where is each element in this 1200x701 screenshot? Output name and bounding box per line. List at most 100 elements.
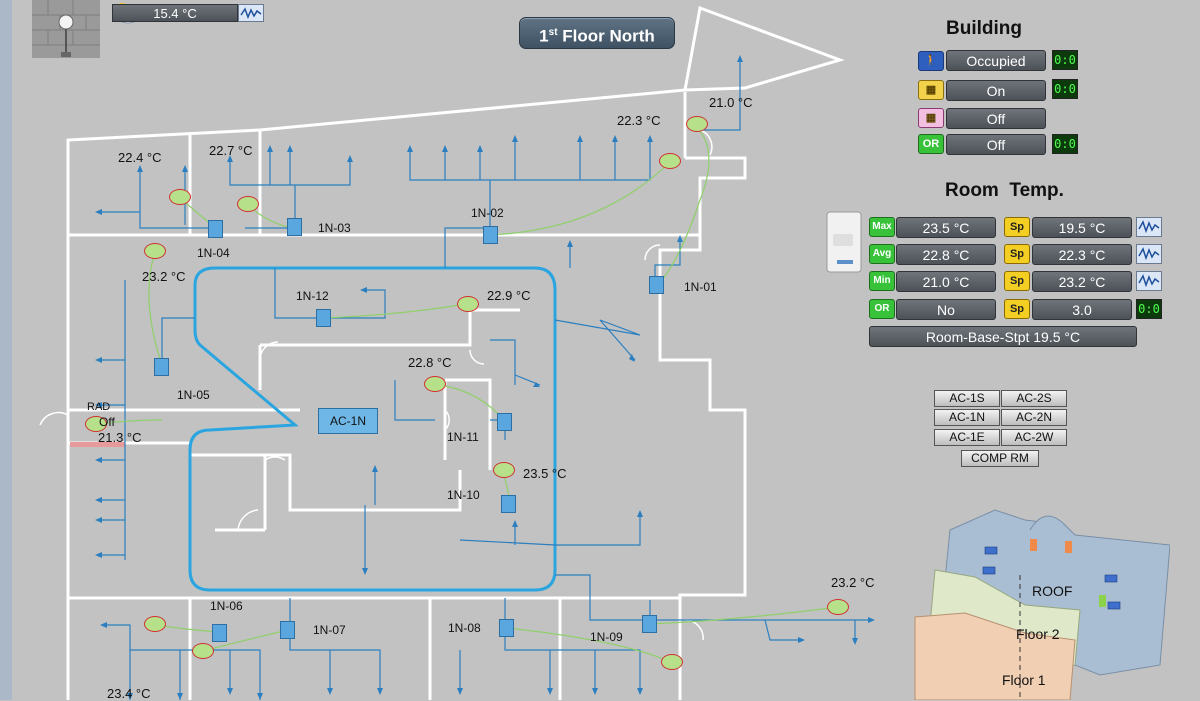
outside-temperature[interactable]: 15.4 °C	[112, 4, 238, 22]
override-tag: OR	[869, 299, 895, 319]
building-heading: Building	[946, 18, 1022, 39]
max-tag: Max	[869, 217, 895, 237]
vav-box-1n08[interactable]	[499, 619, 514, 637]
vav-box-1n02[interactable]	[483, 226, 498, 244]
trend-icon[interactable]	[1136, 244, 1162, 264]
zone-label-1n11: 1N-11	[447, 430, 479, 444]
setpoint-digital-indicator[interactable]: 0:0	[1136, 299, 1162, 319]
ac-1e-button[interactable]: AC-1E	[934, 429, 1000, 446]
weather-station-icon[interactable]	[28, 0, 108, 62]
zone-label-1n02: 1N-02	[471, 206, 504, 220]
room-sensor[interactable]	[827, 599, 849, 615]
hvac-digital-indicator[interactable]: 0:0	[1052, 79, 1078, 99]
override-icon: OR	[918, 134, 944, 154]
avg-tag: Avg	[869, 244, 895, 264]
zone-label-1n09: 1N-09	[590, 630, 623, 644]
room-sensor[interactable]	[661, 654, 683, 670]
room-temp-max[interactable]: 23.5 °C	[896, 217, 996, 238]
room-sensor[interactable]	[144, 616, 166, 632]
setpoint-tag: Sp	[1004, 299, 1030, 319]
zone-label-1n04: 1N-04	[197, 246, 230, 260]
temp-radiator: 21.3 °C	[98, 430, 142, 445]
zone-label-1n01: 1N-01	[684, 280, 717, 294]
room-base-setpoint[interactable]: Room-Base-Stpt 19.5 °C	[869, 326, 1137, 347]
minimap-floor1-label[interactable]: Floor 1	[1002, 672, 1046, 688]
vav-box-1n11[interactable]	[497, 413, 512, 431]
zone-label-1n07: 1N-07	[313, 623, 346, 637]
page-title: 1st Floor North	[519, 17, 675, 49]
minimap-floor2-label[interactable]: Floor 2	[1016, 626, 1060, 642]
zone-label-1n08: 1N-08	[448, 621, 481, 635]
vav-box-1n10[interactable]	[501, 495, 516, 513]
thermostat-icon	[826, 211, 862, 273]
ac-2s-button[interactable]: AC-2S	[1001, 390, 1067, 407]
room-temp-heading: Room Temp.	[945, 180, 1064, 201]
room-temp-override[interactable]: No	[896, 299, 996, 320]
room-sensor[interactable]	[144, 243, 166, 259]
room-sensor[interactable]	[237, 196, 259, 212]
comp-rm-button[interactable]: COMP RM	[961, 450, 1039, 467]
min-tag: Min	[869, 271, 895, 291]
room-sensor[interactable]	[493, 462, 515, 478]
setpoint-tag: Sp	[1004, 244, 1030, 264]
outside-trend-icon[interactable]	[238, 4, 264, 22]
setpoint-min[interactable]: 23.2 °C	[1032, 271, 1132, 292]
vav-box-1n01[interactable]	[649, 276, 664, 294]
occupancy-digital-indicator[interactable]: 0:0	[1052, 50, 1078, 70]
vav-box-1n09[interactable]	[642, 615, 657, 633]
ahu-ac-1n[interactable]: AC-1N	[318, 408, 378, 434]
building-heating-off[interactable]: Off	[946, 108, 1046, 129]
room-sensor[interactable]	[457, 296, 479, 312]
zone-label-1n10: 1N-10	[447, 488, 480, 502]
vav-box-1n05[interactable]	[154, 358, 169, 376]
zone-label-1n05: 1N-05	[177, 388, 210, 402]
room-temp-avg[interactable]: 22.8 °C	[896, 244, 996, 265]
vav-box-1n12[interactable]	[316, 309, 331, 327]
temp-1n04-north: 22.4 °C	[118, 150, 162, 165]
setpoint-max[interactable]: 19.5 °C	[1032, 217, 1132, 238]
building-hvac-on[interactable]: On	[946, 80, 1046, 101]
minimap-roof-label[interactable]: ROOF	[1032, 583, 1073, 599]
temp-1n05: 23.2 °C	[142, 269, 186, 284]
temp-1n11: 22.8 °C	[408, 355, 452, 370]
vav-box-1n06[interactable]	[212, 624, 227, 642]
room-sensor[interactable]	[85, 416, 107, 432]
temp-1n12: 22.9 °C	[487, 288, 531, 303]
trend-icon[interactable]	[1136, 271, 1162, 291]
temp-1n01: 21.0 °C	[709, 95, 753, 110]
vav-box-1n04[interactable]	[208, 220, 223, 238]
vav-box-1n07[interactable]	[280, 621, 295, 639]
room-sensor[interactable]	[169, 189, 191, 205]
room-sensor[interactable]	[686, 116, 708, 132]
temp-1n10: 23.5 °C	[523, 466, 567, 481]
zone-label-1n12: 1N-12	[296, 289, 329, 303]
room-sensor[interactable]	[659, 153, 681, 169]
override-digital-indicator[interactable]: 0:0	[1052, 134, 1078, 154]
heater-grille-icon: ▦	[918, 108, 944, 128]
room-temp-min[interactable]: 21.0 °C	[896, 271, 996, 292]
room-sensor[interactable]	[424, 376, 446, 392]
temp-1n02: 22.3 °C	[617, 113, 661, 128]
setpoint-avg[interactable]: 22.3 °C	[1032, 244, 1132, 265]
ac-2n-button[interactable]: AC-2N	[1001, 409, 1067, 426]
setpoint-tag: Sp	[1004, 271, 1030, 291]
ac-2w-button[interactable]: AC-2W	[1001, 429, 1067, 446]
occupancy-icon: 🚶	[918, 51, 944, 71]
building-occupancy[interactable]: Occupied	[946, 50, 1046, 71]
setpoint-offset[interactable]: 3.0	[1032, 299, 1132, 320]
room-sensor[interactable]	[192, 643, 214, 659]
temp-1n03: 22.7 °C	[209, 143, 253, 158]
radiator-state[interactable]: Off	[99, 415, 115, 429]
radiator-label: RAD	[87, 401, 111, 413]
building-minimap[interactable]	[905, 505, 1170, 700]
vav-box-1n03[interactable]	[287, 218, 302, 236]
zone-label-1n03: 1N-03	[318, 221, 351, 235]
ac-1s-button[interactable]: AC-1S	[934, 390, 1000, 407]
setpoint-tag: Sp	[1004, 217, 1030, 237]
building-override[interactable]: Off	[946, 134, 1046, 155]
ac-1n-button[interactable]: AC-1N	[934, 409, 1000, 426]
ahu-grille-icon: ▦	[918, 80, 944, 100]
trend-icon[interactable]	[1136, 217, 1162, 237]
